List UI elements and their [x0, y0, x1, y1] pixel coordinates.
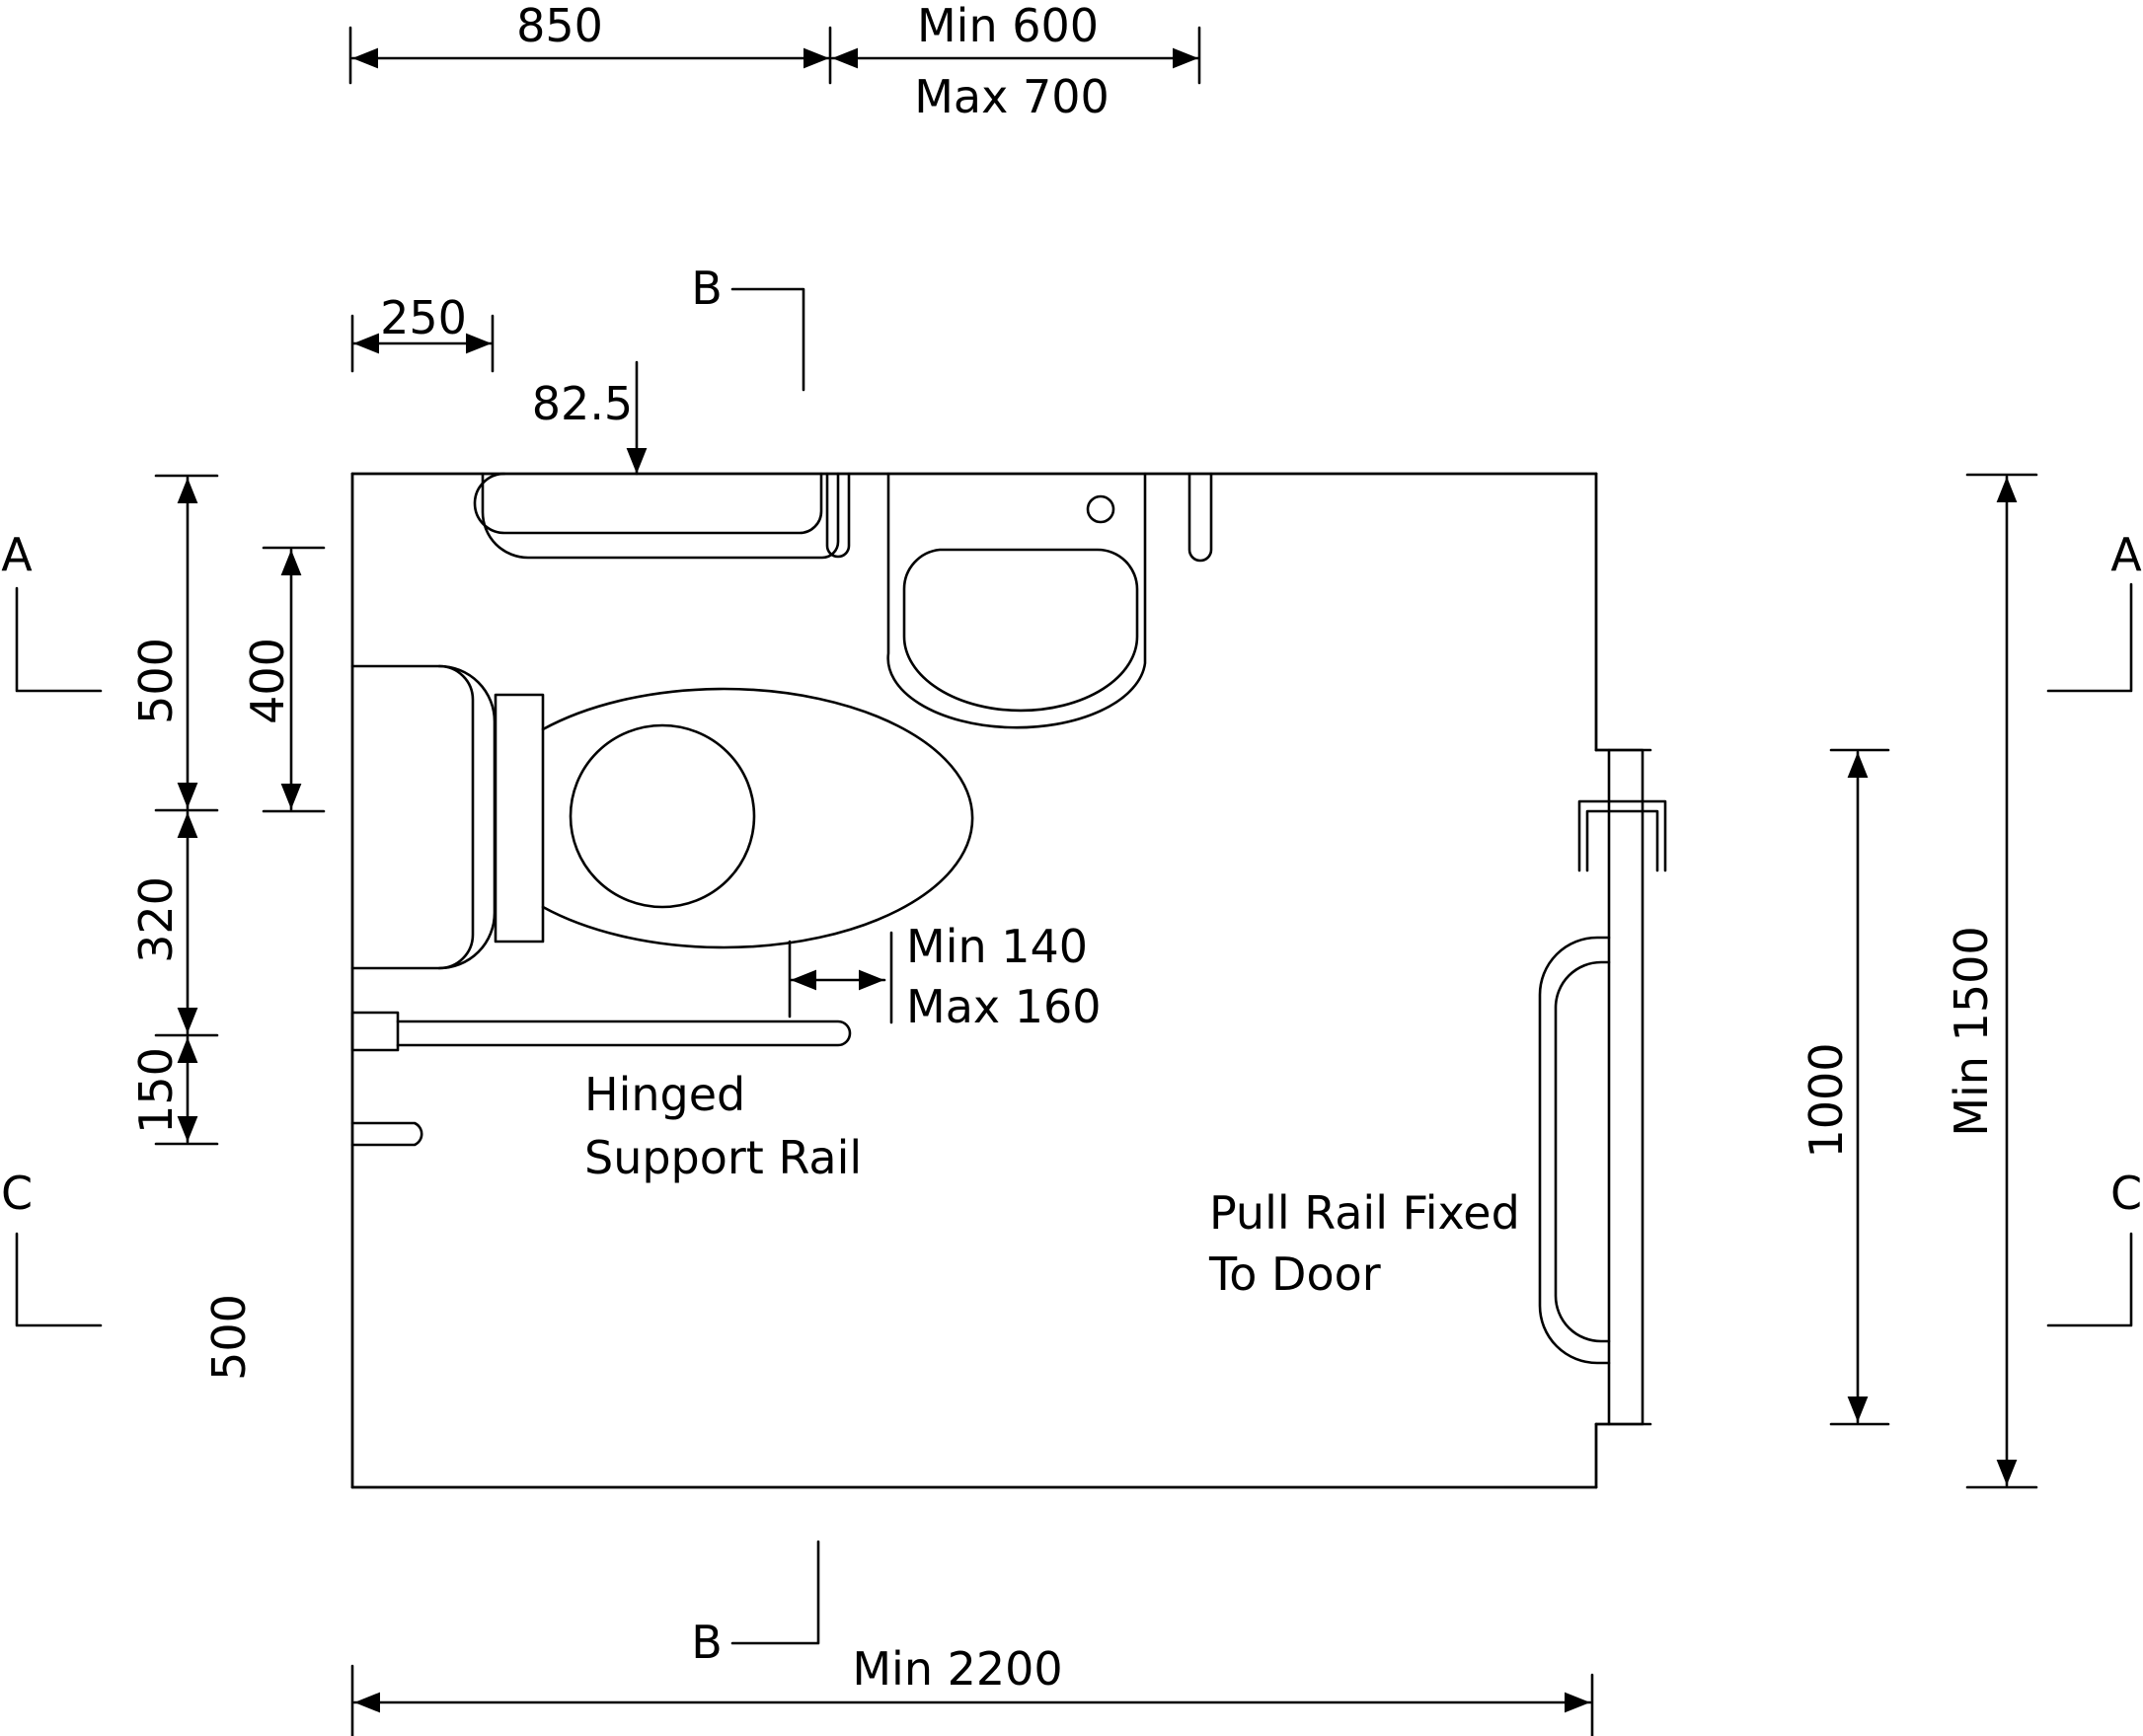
- door: [1538, 748, 1667, 1426]
- dim-850-label: 850: [516, 0, 603, 52]
- hinged-support-rail: [350, 1011, 852, 1147]
- wash-basin: [886, 472, 1147, 729]
- toilet-roll-holder: [350, 1121, 423, 1147]
- section-c-right-mark: [2046, 1232, 2133, 1327]
- dim-left-150: 150: [129, 1035, 219, 1146]
- grab-rail-top: [473, 472, 1213, 563]
- basin-bowl: [902, 548, 1139, 713]
- pull-rail-label-line2: To Door: [1208, 1247, 1381, 1301]
- section-c-left-mark: [15, 1232, 103, 1327]
- dim-right-min1500-label: Min 1500: [1945, 926, 1998, 1136]
- dim-left-500-label: 500: [129, 638, 183, 724]
- section-a-left: A: [1, 528, 103, 693]
- dim-left-400-label: 400: [241, 638, 294, 724]
- dim-left-320-label: 320: [129, 876, 183, 963]
- dim-left-400: 400: [241, 546, 326, 813]
- section-b-top-mark: [730, 287, 805, 392]
- tap-icon: [1086, 494, 1115, 524]
- dim-min600-label: Min 600: [917, 0, 1099, 52]
- section-b-bottom: B: [691, 1540, 820, 1669]
- wc-bowl: [569, 723, 756, 909]
- section-a-left-mark: [15, 586, 103, 693]
- dim-right-1000-label: 1000: [1799, 1042, 1853, 1158]
- grab-rail-inner: [473, 472, 823, 535]
- dim-right-min1500: Min 1500: [1945, 473, 2038, 1489]
- grab-rail-outer: [481, 472, 840, 560]
- section-c-left-label: C: [1, 1167, 33, 1220]
- section-c-right-label: C: [2110, 1167, 2142, 1220]
- door-leaf: [1607, 748, 1645, 1426]
- dim-850: 850: [348, 0, 832, 85]
- basin-outer: [886, 472, 1147, 729]
- dim-bottom-min2200: Min 2200: [350, 1642, 1594, 1736]
- vertical-rail-right: [1187, 472, 1213, 563]
- dim-250-label: 250: [380, 291, 467, 344]
- dim-left-150-label: 150: [129, 1047, 183, 1134]
- dim-250: 250: [350, 291, 495, 373]
- section-b-top: B: [691, 262, 805, 392]
- wc: [350, 664, 974, 970]
- dim-82-5: 82.5: [532, 360, 648, 476]
- section-b-bottom-label: B: [691, 1616, 723, 1669]
- dim-max160-label: Max 160: [906, 980, 1102, 1033]
- vertical-rail-left: [825, 472, 851, 559]
- dim-max700-label: Max 700: [914, 70, 1110, 123]
- section-a-right: A: [2046, 528, 2142, 693]
- cistern-front: [437, 664, 475, 970]
- section-a-left-label: A: [1, 528, 33, 581]
- rail-bar: [396, 1019, 852, 1047]
- dim-left-500-lower-label: 500: [202, 1294, 256, 1381]
- section-c-left: C: [1, 1167, 103, 1327]
- dim-left-320: 320: [129, 810, 219, 1037]
- rail-mount: [350, 1011, 400, 1052]
- wc-seat-hinge: [494, 693, 545, 943]
- hinged-rail-label-line2: Support Rail: [584, 1131, 862, 1184]
- dim-min140-label: Min 140: [906, 920, 1088, 973]
- section-b-bottom-mark: [730, 1540, 820, 1645]
- section-a-right-label: A: [2110, 528, 2142, 581]
- section-b-top-label: B: [691, 262, 723, 315]
- dim-right-1000: 1000: [1799, 748, 1890, 1426]
- dim-bottom-label: Min 2200: [852, 1642, 1062, 1696]
- pull-rail-label-line1: Pull Rail Fixed: [1209, 1186, 1520, 1240]
- wc-pan: [541, 687, 974, 949]
- pull-rail-icon: [1538, 936, 1611, 1365]
- coat-hook: [1577, 799, 1667, 872]
- dim-min600: Min 600 Max 700: [830, 0, 1201, 123]
- dim-82-5-label: 82.5: [532, 377, 633, 430]
- section-a-right-mark: [2046, 582, 2133, 693]
- hinged-rail-label-line1: Hinged: [584, 1068, 745, 1121]
- dim-min140: Min 140 Max 160: [788, 920, 1102, 1033]
- section-c-right: C: [2046, 1167, 2142, 1327]
- dim-left-500: 500: [129, 474, 219, 812]
